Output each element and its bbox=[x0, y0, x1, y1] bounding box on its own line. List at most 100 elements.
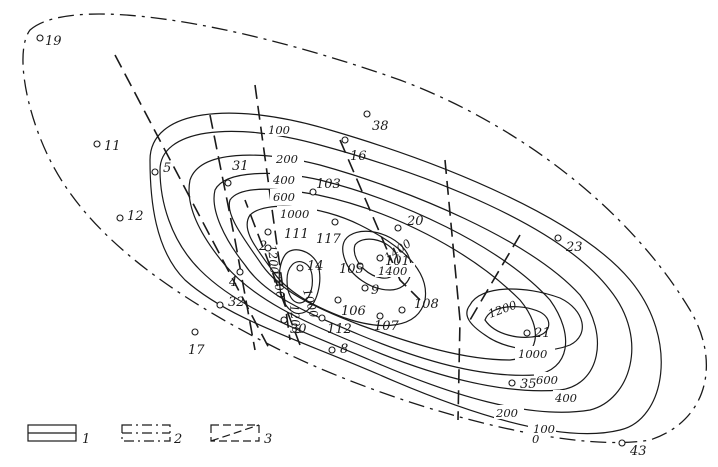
well-marker[interactable] bbox=[93, 140, 101, 148]
well-marker[interactable] bbox=[191, 328, 199, 336]
well-marker[interactable] bbox=[554, 234, 562, 242]
contour-1000-west bbox=[246, 205, 427, 327]
isopach-label: 400 bbox=[272, 173, 295, 187]
contour-1200-north bbox=[342, 230, 412, 291]
well-label: 23 bbox=[565, 240, 583, 255]
wells: 19 11 5 12 38 16 31 103 20 111 117 2 14 … bbox=[36, 34, 647, 459]
legend-label: 1 bbox=[82, 432, 90, 447]
isopach-label: 1200 bbox=[265, 244, 281, 274]
well-label: 117 bbox=[316, 232, 342, 247]
well-marker[interactable] bbox=[280, 316, 288, 324]
well-marker[interactable] bbox=[318, 314, 326, 322]
well-label: 31 bbox=[232, 159, 249, 174]
isopach-labels: 0 100 200 400 600 1000 1400 1200 1000 10… bbox=[265, 122, 583, 446]
well-marker[interactable] bbox=[309, 188, 317, 196]
well-label: 30 bbox=[290, 322, 307, 337]
well-label: 9 bbox=[371, 283, 379, 298]
isopach-label: 1400 bbox=[378, 264, 407, 278]
isopach-label: 100 bbox=[268, 123, 290, 137]
well-label: 20 bbox=[406, 214, 424, 229]
well-label: 107 bbox=[374, 319, 400, 334]
legend-label: 3 bbox=[264, 432, 272, 447]
well-label: 14 bbox=[307, 259, 324, 274]
isopach-label: 400 bbox=[554, 391, 577, 405]
well-label: 101 bbox=[385, 254, 410, 269]
well-marker[interactable] bbox=[36, 34, 44, 42]
contour-100 bbox=[159, 130, 633, 413]
well-marker[interactable] bbox=[341, 136, 349, 144]
well-marker[interactable] bbox=[334, 296, 342, 304]
well-label: 106 bbox=[341, 304, 366, 319]
well-label: 2 bbox=[258, 239, 267, 254]
well-marker[interactable] bbox=[331, 218, 339, 226]
legend-label: 2 bbox=[173, 432, 182, 447]
isopach-label: 1200 bbox=[486, 298, 518, 321]
isopach-label: 1000 bbox=[518, 347, 547, 361]
well-label: 11 bbox=[104, 139, 121, 154]
isopach-label: 100 bbox=[533, 422, 555, 436]
well-marker[interactable] bbox=[151, 168, 159, 176]
well-label: 8 bbox=[340, 342, 348, 357]
isopach-label: 600 bbox=[273, 190, 295, 204]
fault-1 bbox=[114, 54, 271, 351]
well-marker[interactable] bbox=[328, 346, 336, 354]
well-label: 19 bbox=[45, 34, 62, 49]
well-label: 43 bbox=[629, 444, 647, 459]
well-label: 32 bbox=[228, 295, 245, 310]
fault-5 bbox=[444, 159, 461, 421]
legend-item-contour: 1 bbox=[27, 424, 90, 447]
contour-600 bbox=[228, 188, 536, 361]
contour-0 bbox=[149, 112, 662, 435]
well-label: 16 bbox=[350, 149, 367, 164]
legend-item-boundary: 2 bbox=[121, 424, 182, 447]
contour-1200-south bbox=[278, 249, 321, 314]
well-marker[interactable] bbox=[296, 264, 304, 272]
isopach-label: 200 bbox=[495, 406, 518, 420]
well-label: 35 bbox=[520, 377, 537, 392]
well-marker[interactable] bbox=[236, 268, 244, 276]
isopach-label: 1200 bbox=[287, 304, 303, 334]
well-label: 4 bbox=[228, 275, 237, 290]
contour-1400-south bbox=[286, 261, 313, 304]
well-marker[interactable] bbox=[224, 179, 232, 187]
isopach-label: 600 bbox=[536, 373, 558, 387]
isopach-label: 1200 bbox=[269, 268, 288, 299]
well-marker[interactable] bbox=[264, 244, 272, 252]
contour-1200-east bbox=[484, 306, 550, 338]
well-marker[interactable] bbox=[216, 301, 224, 309]
fault-4 bbox=[339, 139, 421, 301]
well-marker[interactable] bbox=[376, 312, 384, 320]
well-marker[interactable] bbox=[376, 254, 384, 262]
well-marker[interactable] bbox=[523, 329, 531, 337]
well-marker[interactable] bbox=[361, 284, 369, 292]
well-label: 21 bbox=[533, 326, 551, 341]
fault-7 bbox=[244, 199, 301, 346]
well-label: 105 bbox=[339, 262, 364, 277]
well-marker[interactable] bbox=[116, 214, 124, 222]
well-marker[interactable] bbox=[264, 228, 272, 236]
well-marker[interactable] bbox=[363, 110, 371, 118]
well-label: 38 bbox=[372, 119, 389, 134]
well-marker[interactable] bbox=[398, 306, 406, 314]
well-label: 112 bbox=[327, 322, 352, 337]
well-label: 111 bbox=[284, 227, 309, 242]
well-marker[interactable] bbox=[508, 379, 516, 387]
legend-item-fault: 3 bbox=[210, 424, 272, 447]
isopach-label: 0 bbox=[532, 432, 539, 446]
well-marker[interactable] bbox=[356, 262, 364, 270]
contour-200 bbox=[188, 154, 598, 392]
well-marker[interactable] bbox=[618, 439, 626, 447]
well-marker[interactable] bbox=[394, 224, 402, 232]
contour-1000-east bbox=[466, 288, 583, 351]
well-label: 12 bbox=[127, 209, 144, 224]
fault-3 bbox=[254, 84, 291, 341]
fault-2 bbox=[209, 114, 256, 351]
isopach-label: 200 bbox=[275, 152, 298, 166]
well-label: 17 bbox=[188, 343, 205, 358]
well-label: 103 bbox=[316, 177, 341, 192]
well-label: 5 bbox=[163, 161, 171, 176]
deposit-boundary bbox=[22, 13, 708, 444]
well-label: 108 bbox=[414, 297, 439, 312]
